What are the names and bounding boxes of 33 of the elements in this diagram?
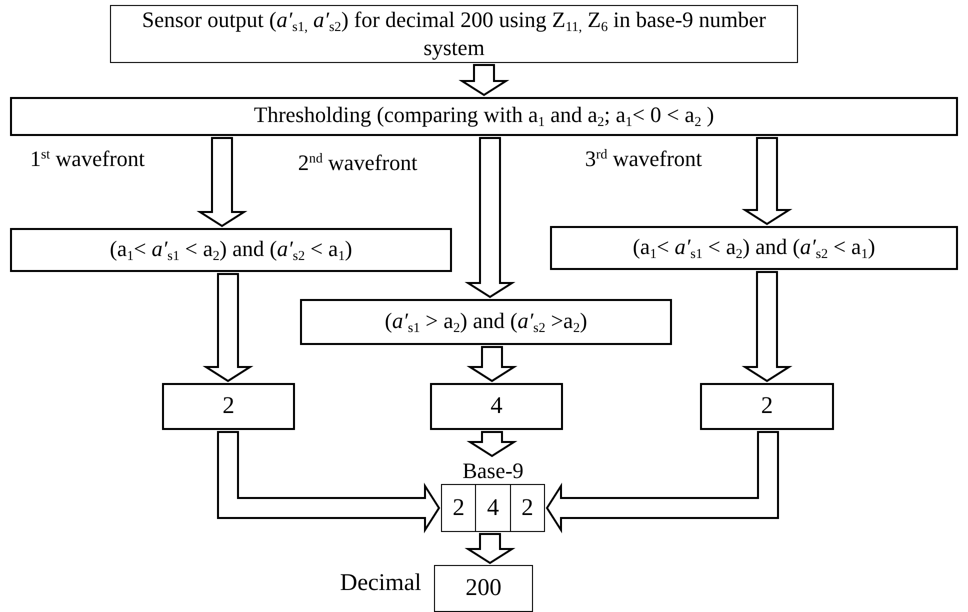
register-heading: Base-9 xyxy=(462,458,524,484)
process-box xyxy=(300,299,672,345)
block-arrow xyxy=(464,533,516,564)
process-box xyxy=(434,565,533,612)
node-caption: Decimal xyxy=(340,570,422,597)
node-text: 4 xyxy=(490,392,502,421)
block-arrow xyxy=(546,431,779,534)
node-text: 4 xyxy=(486,494,499,522)
process-box xyxy=(162,383,295,430)
block-arrow xyxy=(466,346,518,382)
process-box xyxy=(430,383,563,430)
block-arrow xyxy=(466,431,518,458)
node-text: (a$_{1}$< a′$_{s1}$ < a$_{2}$) and (a′$_{s2}$ < a$_{1}$) xyxy=(632,234,876,262)
process-box xyxy=(10,97,958,136)
node-text: 2 xyxy=(452,494,465,522)
block-arrow xyxy=(217,431,440,534)
node-text: 2 xyxy=(761,392,773,421)
block-arrow xyxy=(202,273,254,382)
block-arrow xyxy=(464,137,516,298)
block-arrow xyxy=(742,137,792,226)
node-text: 200 xyxy=(466,574,502,603)
node-text: Thresholding (comparing with a$_{1}$ and a$_{2}$; a$_{1}$< 0 < a$_{2}$ ) xyxy=(254,102,714,131)
node-text: Sensor output (a′$_{s1,}$ a′$_{s2}$) for decimal 200 using Z$_{11,}$ Z$_{6}$ in base-9 number system xyxy=(141,6,767,62)
block-arrow xyxy=(458,64,510,96)
block-arrow xyxy=(742,271,792,382)
node-text: 2 xyxy=(521,494,534,522)
node-text: 2 xyxy=(222,392,234,421)
process-box xyxy=(700,383,834,430)
process-box xyxy=(10,228,452,272)
process-box xyxy=(550,226,958,270)
node-text: (a′$_{s1}$ > a$_{2}$) and (a′$_{s2}$ >a$_{2}$) xyxy=(384,308,588,336)
node-text: (a$_{1}$< a′$_{s1}$ < a$_{2}$) and (a′$_{s2}$ < a$_{1}$) xyxy=(110,236,352,264)
block-arrow xyxy=(196,137,248,228)
